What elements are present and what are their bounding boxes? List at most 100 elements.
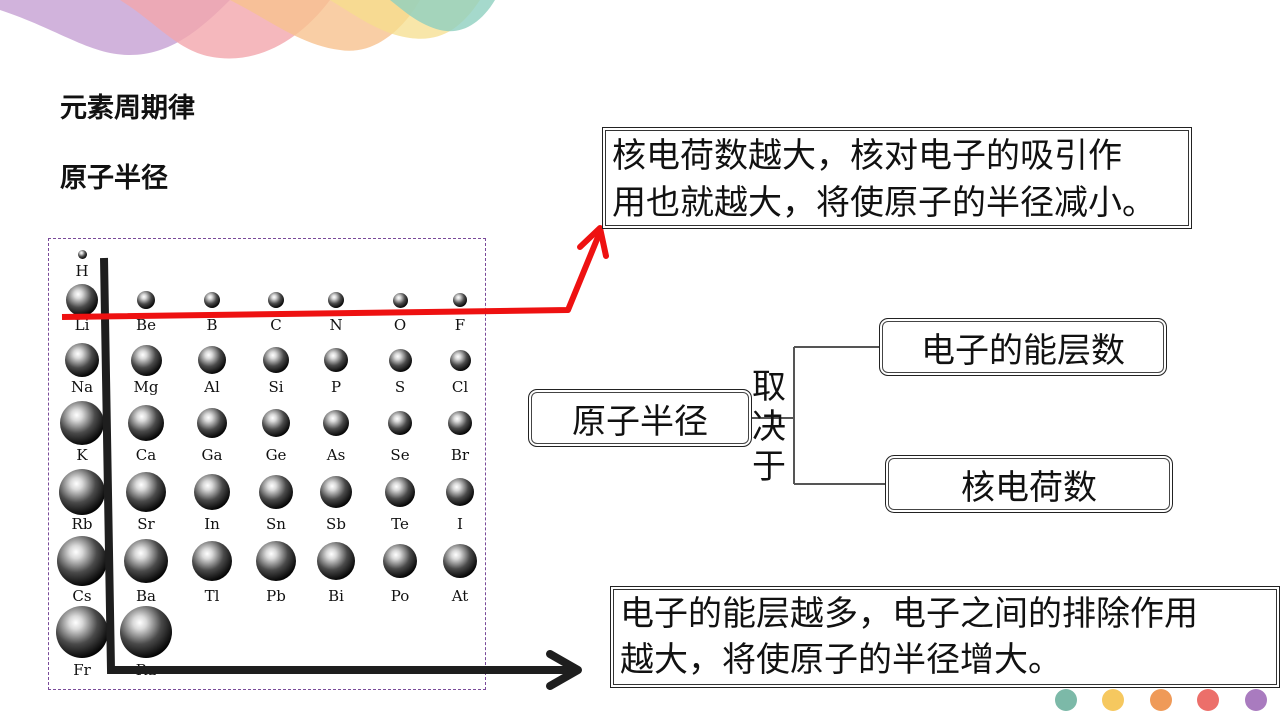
- decor-dot: [1245, 689, 1267, 711]
- element-label-mg: Mg: [133, 378, 159, 396]
- element-label-sn: Sn: [266, 515, 286, 533]
- element-label-in: In: [204, 515, 220, 533]
- black-arrowhead: [546, 650, 582, 690]
- element-label-k: K: [76, 446, 88, 464]
- element-label-pb: Pb: [266, 587, 286, 605]
- periodic-table-frame: [48, 238, 486, 690]
- diagram-connector: 取 决 于: [752, 367, 788, 487]
- element-label-be: Be: [136, 316, 156, 334]
- bracket-line: [752, 346, 886, 485]
- red-arrowhead: [577, 225, 609, 259]
- atom-ca: [128, 405, 164, 441]
- element-label-f: F: [454, 316, 466, 334]
- diagram-branch-nuclear-charge: 核电荷数: [885, 455, 1173, 513]
- element-label-n: N: [329, 316, 343, 334]
- atom-tl: [192, 541, 232, 581]
- atom-ra: [120, 606, 172, 658]
- atom-si: [263, 347, 289, 373]
- atom-se: [388, 411, 412, 435]
- element-label-tl: Tl: [204, 587, 220, 605]
- element-label-as: As: [326, 446, 346, 464]
- atom-p: [324, 348, 348, 372]
- atom-f: [453, 293, 467, 307]
- element-label-ge: Ge: [265, 446, 287, 464]
- decor-dot: [1150, 689, 1172, 711]
- atom-mg: [130, 344, 162, 376]
- element-label-sr: Sr: [137, 515, 155, 533]
- element-label-te: Te: [391, 515, 409, 533]
- element-label-rb: Rb: [71, 515, 93, 533]
- atom-bi: [317, 542, 355, 580]
- note-top-line1: 核电荷数越大，核对电子的吸引作: [612, 136, 1122, 176]
- element-label-ba: Ba: [136, 587, 156, 605]
- atom-cl: [449, 349, 471, 371]
- element-label-i: I: [457, 515, 463, 533]
- atom-al: [198, 346, 226, 374]
- atom-rb: [59, 469, 105, 515]
- atom-li: [66, 284, 98, 316]
- element-label-al: Al: [204, 378, 220, 396]
- note-top: [602, 127, 1192, 229]
- decor-dot: [1197, 689, 1219, 711]
- black-arrow: [100, 257, 575, 674]
- atom-na: [65, 343, 99, 377]
- atom-h: [77, 249, 87, 259]
- atom-n: [328, 292, 344, 308]
- element-label-ca: Ca: [135, 446, 157, 464]
- note-bottom-line2: 越大，将使原子的半径增大。: [620, 640, 1062, 680]
- atom-k: [60, 401, 104, 445]
- element-label-fr: Fr: [73, 661, 91, 679]
- atom-br: [448, 411, 472, 435]
- element-label-o: O: [393, 316, 407, 334]
- diagram-root: 原子半径: [528, 389, 752, 447]
- decor-dot: [1055, 689, 1077, 711]
- element-label-br: Br: [450, 446, 470, 464]
- diagram-branch-energy-levels: 电子的能层数: [879, 318, 1167, 376]
- atom-te: [385, 477, 415, 507]
- element-label-h: H: [75, 262, 89, 280]
- atom-o: [392, 292, 408, 308]
- atom-sn: [259, 475, 293, 509]
- decorative-waves: [0, 0, 495, 59]
- atom-pb: [256, 541, 296, 581]
- atom-s: [388, 348, 412, 372]
- atom-at: [443, 544, 477, 578]
- element-label-s: S: [394, 378, 406, 396]
- connector-char-3: 于: [752, 447, 786, 487]
- atom-sb: [320, 476, 352, 508]
- note-bottom-line1: 电子的能层越多，电子之间的排除作用: [620, 594, 1198, 634]
- page-title: 元素周期律: [60, 93, 195, 124]
- atom-ge: [262, 409, 290, 437]
- atom-ga: [197, 408, 227, 438]
- element-label-po: Po: [390, 587, 410, 605]
- element-label-na: Na: [70, 378, 94, 396]
- atom-sr: [126, 472, 166, 512]
- connector-char-2: 决: [752, 407, 786, 447]
- note-bottom: [610, 586, 1280, 688]
- atom-po: [383, 544, 417, 578]
- atom-in: [194, 474, 230, 510]
- element-label-bi: Bi: [328, 587, 344, 605]
- element-label-ga: Ga: [201, 446, 223, 464]
- atom-i: [446, 478, 474, 506]
- atom-fr: [56, 606, 108, 658]
- note-top-line2: 用也就越大，将使原子的半径减小。: [612, 183, 1156, 223]
- atom-b: [204, 292, 220, 308]
- element-label-c: C: [270, 316, 282, 334]
- red-arrow: [61, 230, 603, 320]
- element-label-at: At: [451, 587, 469, 605]
- element-label-cl: Cl: [451, 378, 469, 396]
- element-label-p: P: [330, 378, 342, 396]
- element-label-li: Li: [74, 316, 90, 334]
- atom-be: [137, 291, 155, 309]
- atom-ba: [124, 539, 168, 583]
- element-label-si: Si: [268, 378, 284, 396]
- connector-char-1: 取: [752, 367, 786, 407]
- decor-dot: [1102, 689, 1124, 711]
- atom-cs: [57, 536, 107, 586]
- atom-c: [268, 292, 284, 308]
- element-label-sb: Sb: [326, 515, 346, 533]
- element-label-b: B: [206, 316, 218, 334]
- section-title: 原子半径: [60, 163, 168, 194]
